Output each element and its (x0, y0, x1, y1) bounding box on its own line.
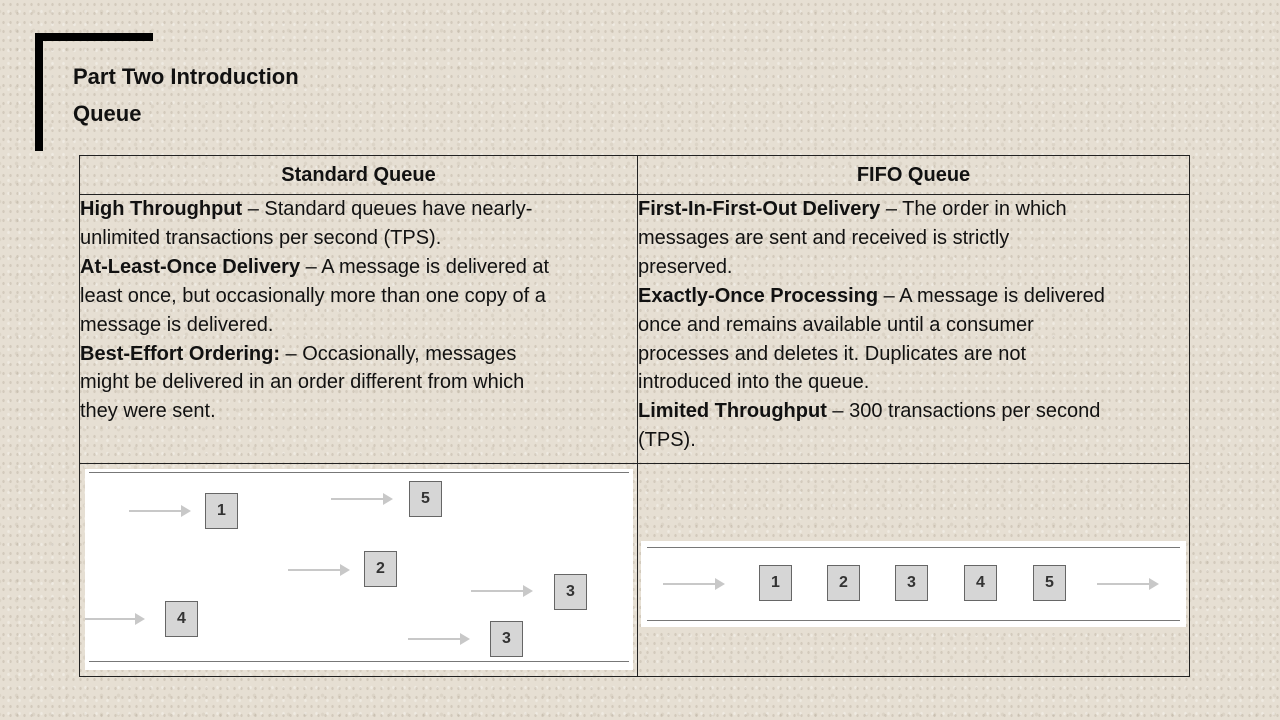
table-row-descriptions: High Throughput – Standard queues have n… (79, 194, 1190, 464)
fifo-item-text: – The order in which messages are sent a… (638, 198, 1067, 278)
arrow-icon (471, 585, 533, 597)
fifo-description-cell: First-In-First-Out Delivery – The order … (637, 194, 1190, 464)
message-box: 3 (895, 565, 928, 601)
arrow-icon (663, 578, 725, 590)
standard-item-label: Best-Effort Ordering: (80, 342, 280, 365)
standard-item-label: High Throughput (80, 198, 243, 220)
message-box: 5 (1033, 565, 1066, 601)
fifo-diagram-cell: 1 2 3 4 5 (637, 463, 1190, 677)
diagram-bottom-line (89, 661, 629, 662)
message-box: 4 (964, 565, 997, 601)
fifo-item-label: Exactly-Once Processing (638, 284, 879, 307)
message-box: 1 (205, 493, 238, 529)
corner-bracket-top (35, 33, 153, 41)
arrow-icon (1097, 578, 1159, 590)
diagram-bottom-line (647, 620, 1180, 621)
table-row-diagrams: 1 5 2 3 4 3 1 2 3 4 (79, 463, 1190, 677)
message-box: 5 (409, 481, 442, 517)
slide-title: Part Two Introduction (73, 64, 299, 89)
table-header-row: Standard Queue FIFO Queue (79, 155, 1190, 195)
standard-description-cell: High Throughput – Standard queues have n… (79, 194, 638, 464)
fifo-item-text: – A message is delivered once and remain… (638, 284, 1105, 394)
fifo-item-label: Limited Throughput (638, 400, 827, 423)
arrow-icon (331, 493, 393, 505)
comparison-table: Standard Queue FIFO Queue High Throughpu… (79, 155, 1190, 677)
arrow-icon (85, 613, 145, 625)
standard-item-label: At-Least-Once Delivery (80, 255, 301, 278)
diagram-top-line (647, 547, 1180, 548)
arrow-icon (408, 633, 470, 645)
standard-queue-diagram: 1 5 2 3 4 3 (85, 469, 633, 670)
corner-bracket-left (35, 33, 43, 151)
diagram-top-line (89, 472, 629, 473)
message-box: 3 (490, 621, 523, 657)
fifo-item-label: First-In-First-Out Delivery (638, 198, 881, 220)
message-box: 1 (759, 565, 792, 601)
title-block: Part Two Introduction Queue (73, 58, 299, 132)
standard-description: High Throughput – Standard queues have n… (80, 195, 550, 426)
arrow-icon (288, 564, 350, 576)
standard-diagram-cell: 1 5 2 3 4 3 (79, 463, 638, 677)
message-box: 4 (165, 601, 198, 637)
header-standard-queue: Standard Queue (79, 155, 638, 195)
fifo-description: First-In-First-Out Delivery – The order … (638, 195, 1108, 455)
slide-subtitle: Queue (73, 101, 142, 126)
message-box: 2 (827, 565, 860, 601)
header-fifo-queue: FIFO Queue (637, 155, 1190, 195)
standard-item-text: – Occasionally, messages might be delive… (80, 342, 525, 423)
message-box: 2 (364, 551, 397, 587)
fifo-item-text: – 300 transactions per second (TPS). (638, 400, 1101, 452)
standard-item-text: – A message is delivered at least once, … (80, 255, 550, 336)
arrow-icon (129, 505, 191, 517)
message-box: 3 (554, 574, 587, 610)
standard-item-text: – Standard queues have nearly-unlimited … (80, 198, 533, 249)
fifo-queue-diagram: 1 2 3 4 5 (641, 541, 1186, 627)
